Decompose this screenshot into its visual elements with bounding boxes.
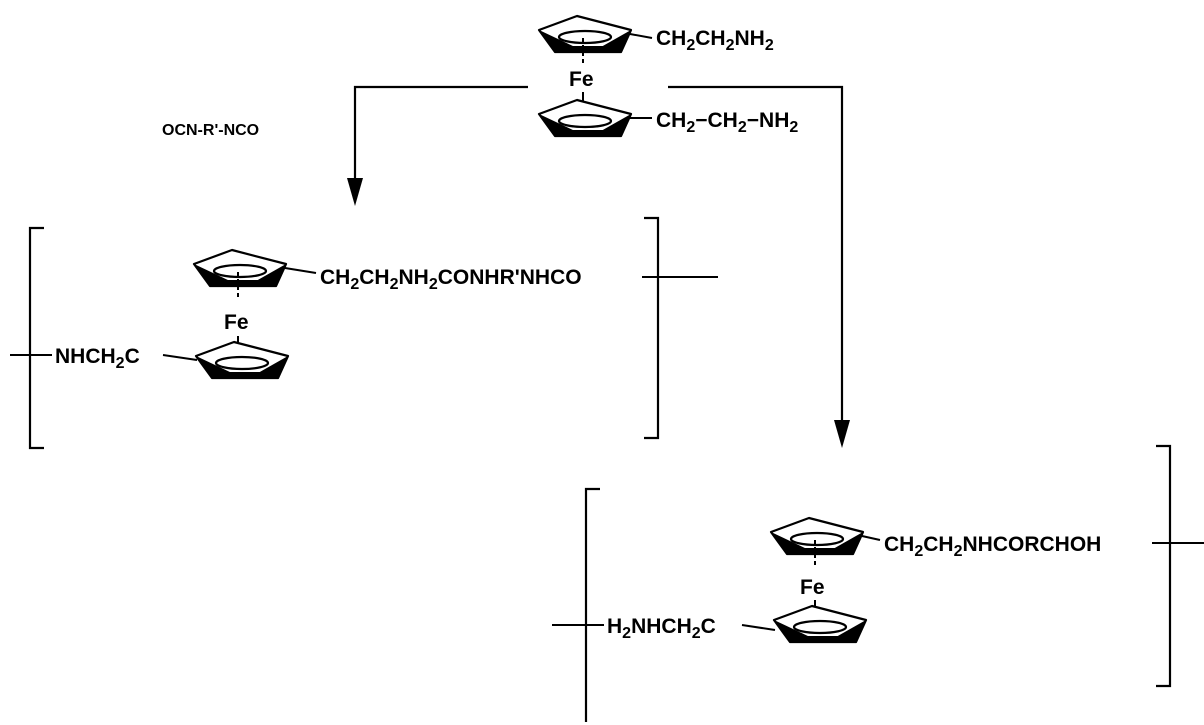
right-polymer-close-bracket-icon	[1156, 444, 1172, 688]
left-reaction-arrow	[347, 85, 528, 206]
left-fe-label: Fe	[224, 311, 249, 334]
start-fe-label: Fe	[569, 68, 594, 91]
left-arrow-line	[353, 85, 528, 190]
right-end-group: H2NHCH2C	[607, 615, 716, 642]
left-polymer-open-bracket-icon	[28, 226, 44, 450]
right-upper-cp-ring-icon	[769, 516, 865, 556]
start-ferrocene: Fe CH2CH2NH2 CH2−CH2−NH2	[537, 14, 798, 138]
right-fe-label: Fe	[800, 576, 825, 599]
left-polymer-chain: CH2CH2NH2CONHR'NHCO	[320, 266, 582, 293]
left-upper-cp-ring-icon	[192, 248, 288, 288]
start-lower-chain: CH2−CH2−NH2	[656, 109, 798, 136]
right-lower-cp-ring-icon	[772, 604, 868, 644]
reagent-label: OCN-R'-NCO	[162, 122, 259, 139]
left-end-group: NHCH2C	[55, 345, 140, 372]
right-arrowhead-icon	[834, 420, 850, 448]
upper-substituent-bond	[629, 33, 653, 39]
right-reaction-arrow	[668, 85, 850, 448]
left-lower-cp-ring-icon	[194, 340, 290, 380]
upper-cp-ring-icon	[537, 14, 633, 54]
lower-cp-ring-icon	[537, 98, 633, 138]
right-polymer-open-bracket-icon	[584, 487, 600, 722]
start-upper-chain: CH2CH2NH2	[656, 27, 774, 54]
right-arrow-line	[668, 85, 844, 432]
right-polymer-chain: CH2CH2NHCORCHOH	[884, 533, 1101, 560]
left-polymer-close-bracket-icon	[644, 216, 660, 440]
right-polymer-product: Fe CH2CH2NHCORCHOH H2NHCH2C	[552, 444, 1204, 722]
left-polymer-product: Fe CH2CH2NH2CONHR'NHCO NHCH2C	[10, 216, 718, 450]
left-arrowhead-icon	[347, 178, 363, 206]
